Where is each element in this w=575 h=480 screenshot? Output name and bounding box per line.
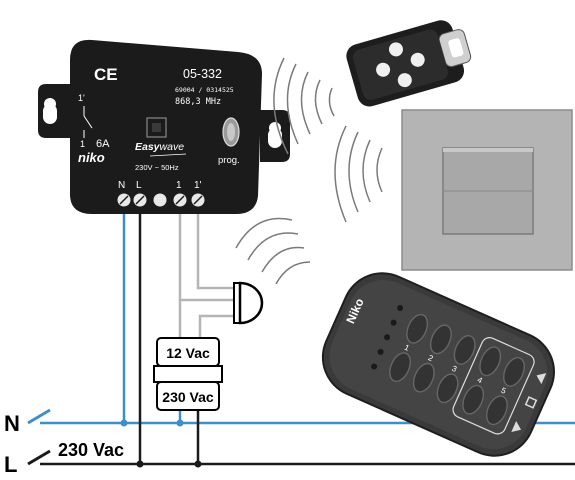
transformer-primary-label: 230 Vac xyxy=(162,389,214,405)
output-wire-1b xyxy=(196,212,234,290)
channel-2: 2 xyxy=(409,322,456,395)
transformer-secondary-wire-b xyxy=(198,314,234,338)
shutter-controls xyxy=(511,370,547,435)
channel-5-down-button[interactable] xyxy=(483,393,512,428)
mains-symbols: N L 230 Vac xyxy=(4,408,124,477)
channel-5-up-button[interactable] xyxy=(500,355,529,390)
channel-3: 3 xyxy=(433,333,479,406)
live-label: L xyxy=(4,452,17,477)
frequency-label: 868,3 MHz xyxy=(175,97,221,107)
transformer-secondary-label: 12 Vac xyxy=(166,345,210,361)
receiver-module: CE 05-332 69004 / 0314525 868,3 MHz 1' 1… xyxy=(38,39,290,215)
keyfob-button-3[interactable] xyxy=(396,71,413,88)
transformer: 12 Vac 230 Vac xyxy=(153,337,223,411)
mains-voltage-label: 230 Vac xyxy=(58,440,124,460)
rating-label: 6A xyxy=(96,138,110,150)
neutral-switch-icon xyxy=(27,408,51,425)
channel-2-label: 2 xyxy=(427,353,435,363)
terminal-label-n: N xyxy=(118,180,125,191)
live-switch-icon xyxy=(27,449,51,466)
channel-group-frame xyxy=(452,337,535,435)
stop-button[interactable] xyxy=(524,396,538,409)
radio-waves xyxy=(235,57,383,285)
bell-icon xyxy=(238,281,264,325)
up-arrow-button[interactable] xyxy=(534,370,547,385)
terminal-label-1prime: 1' xyxy=(194,180,202,191)
wall-switch xyxy=(401,109,573,271)
channel-4-label: 4 xyxy=(476,375,484,385)
door-bell xyxy=(233,281,264,325)
channel-1-down-button[interactable] xyxy=(386,350,415,385)
channel-1: 1 xyxy=(386,311,432,385)
product-name: Easywave xyxy=(135,141,184,153)
wave-icon-wall-switch xyxy=(334,125,383,223)
relay-contact-bottom: 1 xyxy=(80,139,85,149)
keyfob-button-2[interactable] xyxy=(387,41,404,58)
wave-icon-remote xyxy=(235,217,311,285)
channel-1-up-button[interactable] xyxy=(403,311,432,346)
down-arrow-button[interactable] xyxy=(511,421,523,435)
transformer-core xyxy=(153,365,223,383)
channel-1-label: 1 xyxy=(403,343,411,353)
model-number: 05-332 xyxy=(183,67,222,81)
handheld-remote: Niko 1 2 3 4 5 xyxy=(321,272,555,457)
channel-2-down-button[interactable] xyxy=(409,360,438,395)
channel-5: 5 xyxy=(483,355,529,428)
terminal-label-1: 1 xyxy=(176,180,182,191)
keyfob-button-4[interactable] xyxy=(409,51,426,68)
channel-2-up-button[interactable] xyxy=(427,322,456,357)
supply-label: 230V ~ 50Hz xyxy=(135,163,179,172)
wave-icon-keyfob xyxy=(273,57,335,155)
channel-3-up-button[interactable] xyxy=(450,333,479,368)
mount-slot-right xyxy=(268,128,282,148)
terminal-screws xyxy=(117,193,205,207)
ce-mark: CE xyxy=(94,65,118,84)
channel-4-up-button[interactable] xyxy=(476,344,505,379)
serial-number: 69004 / 0314525 xyxy=(175,86,234,94)
mount-slot-left xyxy=(43,104,57,124)
channel-3-down-button[interactable] xyxy=(433,371,462,406)
terminal-label-l: L xyxy=(136,180,142,191)
channel-5-label: 5 xyxy=(500,386,508,396)
channel-3-label: 3 xyxy=(450,364,458,374)
brand-logo: niko xyxy=(78,150,105,165)
channel-4: 4 xyxy=(459,344,505,417)
relay-contact-top: 1' xyxy=(78,93,85,103)
neutral-label: N xyxy=(4,411,20,436)
channel-4-down-button[interactable] xyxy=(459,382,488,417)
keyfob-remote xyxy=(346,20,472,107)
prog-label: prog. xyxy=(218,155,240,166)
keyfob-button-1[interactable] xyxy=(374,61,391,78)
